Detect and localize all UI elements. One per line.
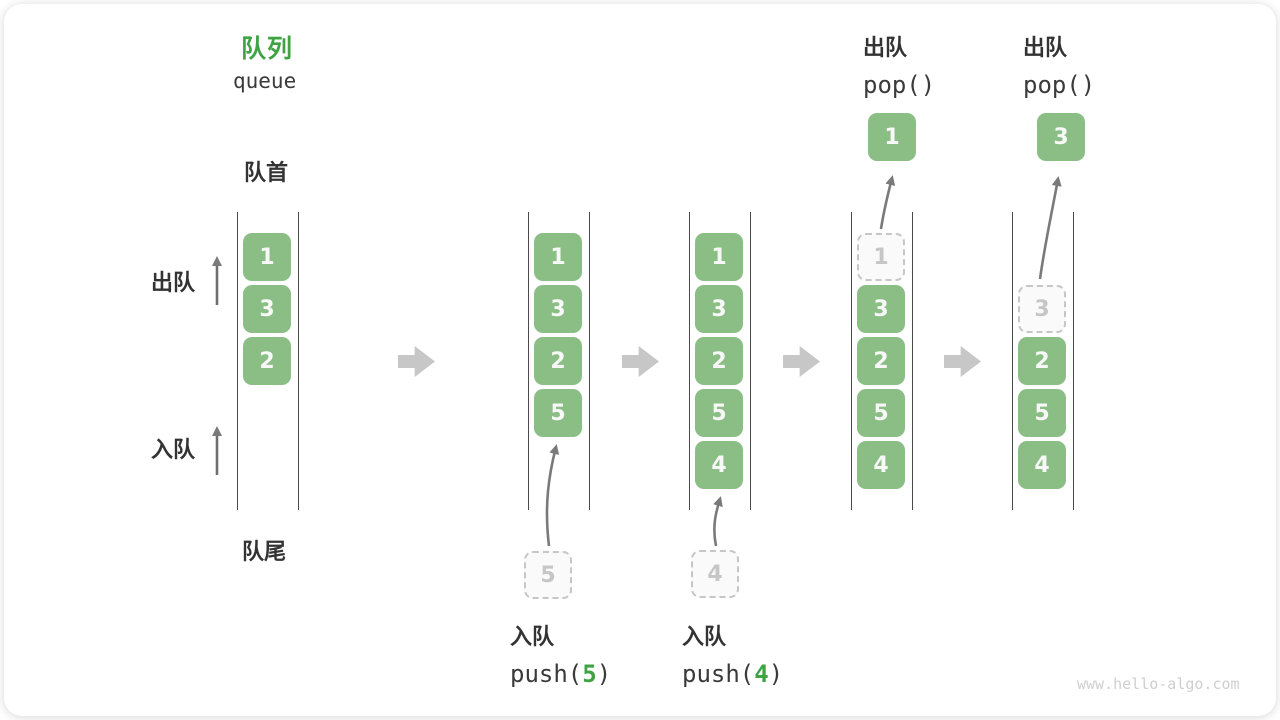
queue-item-box: 2 (1018, 337, 1066, 385)
operation-code: pop() (1023, 71, 1096, 99)
operation-label: 入队 (510, 625, 555, 650)
queue-item-box: 2 (695, 337, 743, 385)
queue-item-box: 3 (243, 285, 291, 333)
queue-column-1: 1 3 2 (237, 212, 299, 510)
diagram-subtitle: queue (233, 69, 297, 93)
queue-item-box: 2 (243, 337, 291, 385)
popped-item-box: 3 (1037, 113, 1085, 161)
operation-label: 出队 (1023, 36, 1068, 61)
queue-rear-label: 队尾 (242, 540, 287, 565)
queue-item-box: 1 (695, 233, 743, 281)
queue-front-label: 队首 (244, 161, 289, 186)
dequeued-ghost-box: 3 (1018, 285, 1066, 333)
code-fn: push( (682, 660, 755, 688)
queue-item-box: 2 (857, 337, 905, 385)
queue-column-4: 1 3 2 5 4 (851, 212, 913, 510)
queue-item-box: 2 (534, 337, 582, 385)
enqueue-direction-label: 入队 (151, 438, 196, 463)
operation-code: pop() (863, 71, 936, 99)
code-close: ) (768, 660, 784, 688)
operation-code: push(4) (682, 660, 783, 688)
code-fn: push( (510, 660, 583, 688)
queue-item-box: 5 (695, 389, 743, 437)
queue-item-box: 3 (857, 285, 905, 333)
watermark: www.hello-algo.com (1077, 675, 1240, 693)
queue-item-box: 5 (857, 389, 905, 437)
code-close: ) (596, 660, 612, 688)
operation-pop2: 出队 pop() (1023, 30, 1095, 99)
queue-column-2: 1 3 2 5 (528, 212, 590, 510)
operation-push4: 入队 push(4) (682, 619, 783, 688)
queue-item-box: 1 (243, 233, 291, 281)
popped-item-box: 1 (868, 113, 916, 161)
operation-pop1: 出队 pop() (863, 30, 935, 99)
queue-item-box: 4 (695, 441, 743, 489)
queue-item-box: 4 (1018, 441, 1066, 489)
queue-item-box: 4 (857, 441, 905, 489)
queue-item-box: 1 (534, 233, 582, 281)
operation-label: 出队 (863, 36, 908, 61)
operation-push5: 入队 push(5) (510, 619, 611, 688)
operation-code: push(5) (510, 660, 611, 688)
queue-item-box: 5 (534, 389, 582, 437)
dequeue-direction-label: 出队 (151, 271, 196, 296)
queue-item-box: 3 (534, 285, 582, 333)
queue-column-3: 1 3 2 5 4 (689, 212, 751, 510)
queue-item-box: 5 (1018, 389, 1066, 437)
dequeued-ghost-box: 1 (857, 233, 905, 281)
queue-item-box: 3 (695, 285, 743, 333)
queue-column-5: 3 2 5 4 (1012, 212, 1074, 510)
code-arg: 4 (754, 660, 769, 688)
pending-item-box: 4 (691, 550, 739, 598)
operation-label: 入队 (682, 625, 727, 650)
code-arg: 5 (582, 660, 597, 688)
diagram-title: 队列 (241, 34, 294, 63)
pending-item-box: 5 (524, 551, 572, 599)
